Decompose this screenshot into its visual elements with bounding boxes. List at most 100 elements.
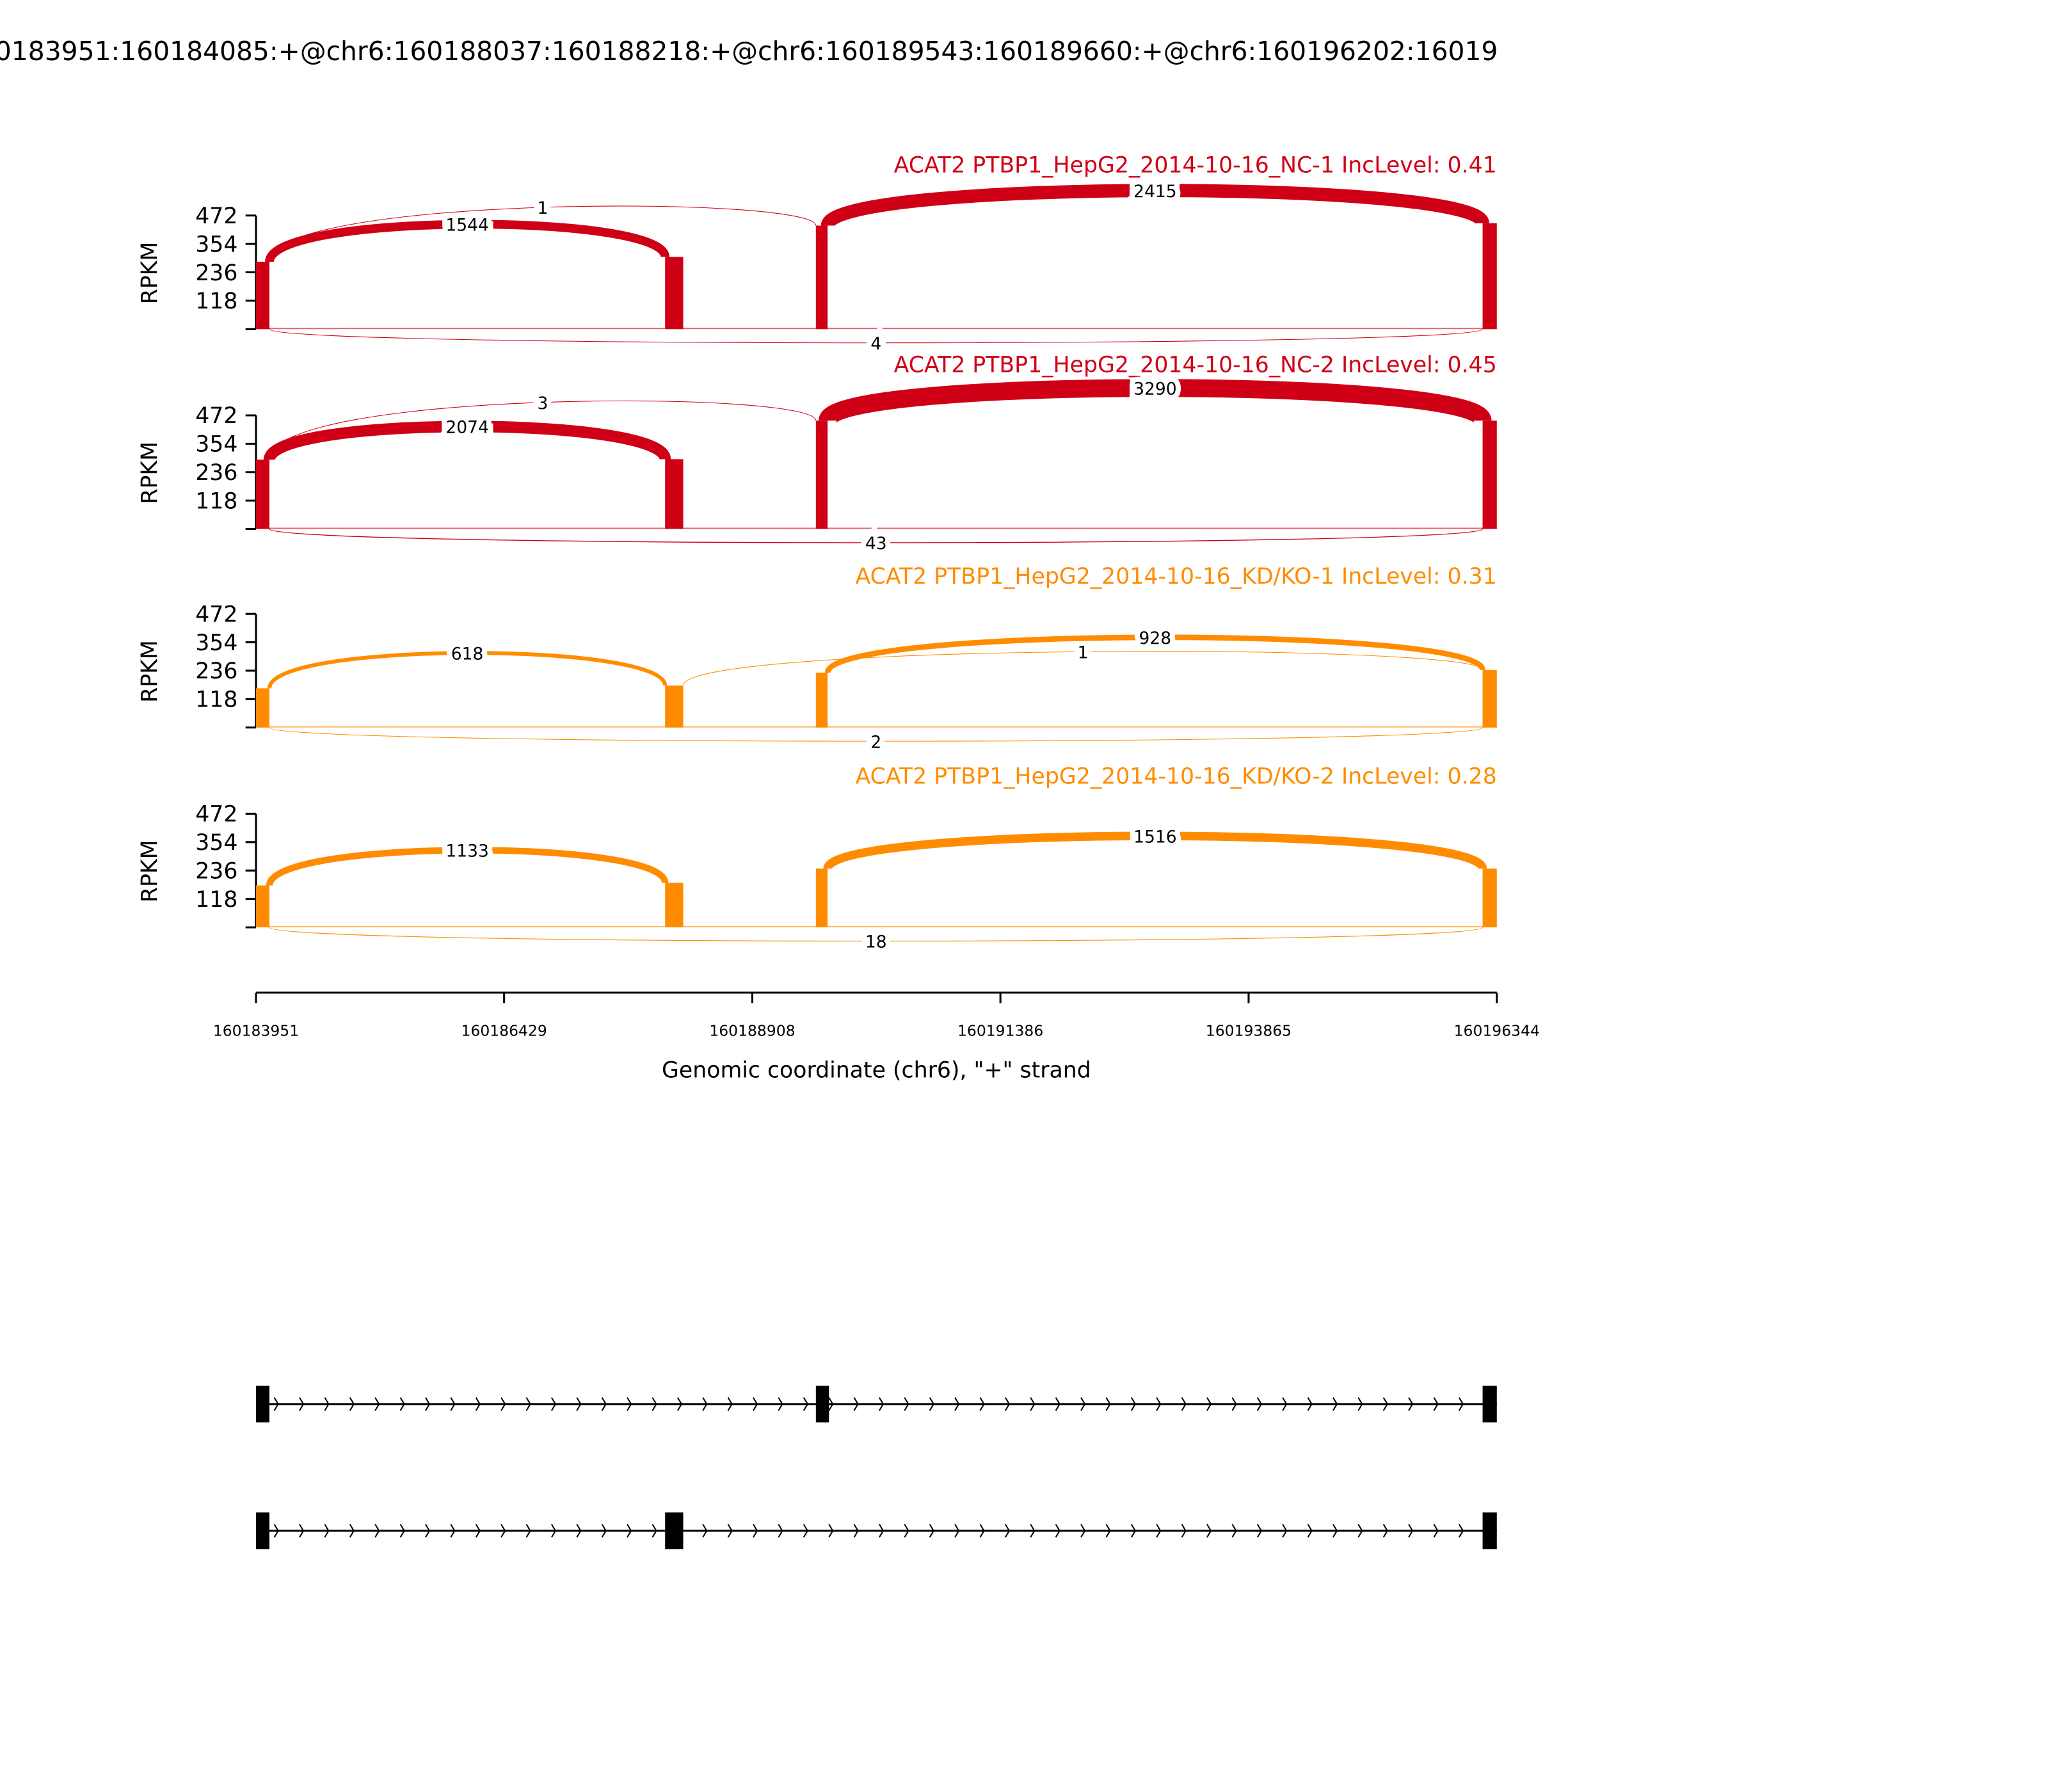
y-tick-label: 236 bbox=[195, 858, 237, 884]
strand-arrow-icon bbox=[601, 1397, 607, 1411]
track-title: ACAT2 PTBP1_HepG2_2014-10-16_NC-2 IncLev… bbox=[894, 353, 1497, 378]
strand-arrow-icon bbox=[904, 1524, 909, 1538]
strand-arrow-icon bbox=[324, 1524, 330, 1538]
strand-arrow-icon bbox=[1256, 1524, 1263, 1538]
junction-arc bbox=[269, 727, 1484, 742]
exon-block bbox=[256, 1386, 269, 1423]
strand-arrow-icon bbox=[1357, 1397, 1363, 1411]
y-tick-label: 472 bbox=[195, 802, 237, 828]
strand-arrow-icon bbox=[1231, 1524, 1237, 1538]
y-tick-label: 236 bbox=[195, 460, 237, 486]
strand-arrow-icon bbox=[1130, 1524, 1137, 1538]
junction-count-label: 2074 bbox=[445, 418, 488, 438]
y-tick-label: 118 bbox=[195, 289, 237, 314]
strand-arrow-icon bbox=[1357, 1524, 1363, 1538]
strand-arrow-icon bbox=[753, 1524, 758, 1538]
junction-arc bbox=[269, 205, 817, 262]
junction-count-label: 43 bbox=[865, 534, 887, 554]
y-axis-label: RPKM bbox=[137, 640, 163, 703]
x-tick-label: 160193865 bbox=[1206, 1021, 1292, 1039]
strand-arrow-icon bbox=[1130, 1397, 1137, 1411]
strand-arrow-icon bbox=[702, 1524, 708, 1538]
strand-arrow-icon bbox=[550, 1524, 557, 1538]
exon-coverage-bar bbox=[256, 261, 269, 330]
strand-arrow-icon bbox=[879, 1524, 884, 1538]
y-tick-label: 118 bbox=[195, 887, 237, 913]
junction-arc bbox=[263, 420, 671, 461]
y-axis-label: RPKM bbox=[137, 840, 163, 902]
exon-coverage-bar bbox=[256, 460, 269, 529]
strand-arrow-icon bbox=[1030, 1397, 1036, 1411]
strand-arrow-icon bbox=[627, 1524, 632, 1538]
junction-count-label: 928 bbox=[1139, 628, 1172, 648]
strand-arrow-icon bbox=[299, 1524, 305, 1538]
strand-arrow-icon bbox=[727, 1524, 733, 1538]
junction-count-label: 1544 bbox=[445, 216, 488, 236]
y-axis-label: RPKM bbox=[137, 442, 163, 504]
y-tick-label: 354 bbox=[195, 432, 237, 458]
y-tick-label: 118 bbox=[195, 687, 237, 713]
strand-arrow-icon bbox=[627, 1397, 632, 1411]
strand-arrow-icon bbox=[299, 1397, 305, 1411]
strand-arrow-icon bbox=[803, 1397, 809, 1411]
strand-arrow-icon bbox=[550, 1397, 557, 1411]
strand-arrow-icon bbox=[1307, 1397, 1313, 1411]
strand-arrow-icon bbox=[1181, 1397, 1187, 1411]
junction-count-label: 618 bbox=[451, 644, 484, 664]
strand-arrow-icon bbox=[954, 1524, 960, 1538]
strand-arrow-icon bbox=[1206, 1397, 1212, 1411]
x-tick-label: 160188908 bbox=[709, 1021, 795, 1039]
strand-arrow-icon bbox=[1433, 1397, 1439, 1411]
junction-count-label: 1 bbox=[537, 198, 548, 218]
strand-arrow-icon bbox=[1156, 1397, 1162, 1411]
exon-coverage-bar bbox=[1482, 669, 1497, 728]
strand-arrow-icon bbox=[652, 1524, 657, 1538]
exon-coverage-bar bbox=[815, 225, 828, 330]
y-tick-label: 236 bbox=[195, 260, 237, 286]
junction-count-label: 2415 bbox=[1133, 182, 1176, 202]
exon-coverage-bar bbox=[665, 459, 684, 529]
strand-arrow-icon bbox=[273, 1524, 279, 1538]
strand-arrow-icon bbox=[525, 1524, 531, 1538]
exon-block bbox=[665, 1512, 684, 1549]
junction-count-label: 18 bbox=[865, 932, 887, 952]
strand-arrow-icon bbox=[1458, 1397, 1464, 1411]
strand-arrow-icon bbox=[727, 1397, 733, 1411]
y-tick-label: 354 bbox=[195, 630, 237, 656]
strand-arrow-icon bbox=[374, 1397, 380, 1411]
exon-coverage-bar bbox=[665, 257, 684, 330]
exon-coverage-bar bbox=[815, 420, 828, 529]
track-title: ACAT2 PTBP1_HepG2_2014-10-16_NC-1 IncLev… bbox=[894, 152, 1497, 178]
y-tick-label: 472 bbox=[195, 602, 237, 627]
strand-arrow-icon bbox=[425, 1524, 431, 1538]
track-panel: ACAT2 PTBP1_HepG2_2014-10-16_NC-1 IncLev… bbox=[137, 152, 1497, 359]
exon-block bbox=[815, 1386, 829, 1423]
exon-coverage-bar bbox=[256, 885, 269, 927]
strand-arrow-icon bbox=[1055, 1524, 1060, 1538]
junction-arc bbox=[820, 184, 1489, 228]
junction-arc bbox=[269, 528, 1484, 543]
strand-arrow-icon bbox=[904, 1397, 909, 1411]
exon-coverage-bar bbox=[815, 868, 828, 927]
junction-arc bbox=[683, 651, 1484, 686]
strand-arrow-icon bbox=[676, 1397, 683, 1411]
junction-count-label: 3290 bbox=[1133, 379, 1176, 399]
exon-coverage-bar bbox=[665, 685, 684, 728]
y-tick-label: 236 bbox=[195, 659, 237, 684]
strand-arrow-icon bbox=[1055, 1397, 1060, 1411]
strand-arrow-icon bbox=[929, 1524, 934, 1538]
strand-arrow-icon bbox=[954, 1397, 960, 1411]
strand-arrow-icon bbox=[425, 1397, 431, 1411]
strand-arrow-icon bbox=[1004, 1524, 1011, 1538]
strand-arrow-icon bbox=[525, 1397, 531, 1411]
strand-arrow-icon bbox=[1105, 1397, 1111, 1411]
junction-arc bbox=[269, 328, 1484, 344]
strand-arrow-icon bbox=[1307, 1524, 1313, 1538]
strand-arrow-icon bbox=[601, 1524, 607, 1538]
strand-arrow-icon bbox=[1181, 1524, 1187, 1538]
junction-arc bbox=[819, 379, 1492, 424]
strand-arrow-icon bbox=[576, 1524, 582, 1538]
strand-arrow-icon bbox=[1433, 1524, 1439, 1538]
y-axis-label: RPKM bbox=[137, 242, 163, 305]
